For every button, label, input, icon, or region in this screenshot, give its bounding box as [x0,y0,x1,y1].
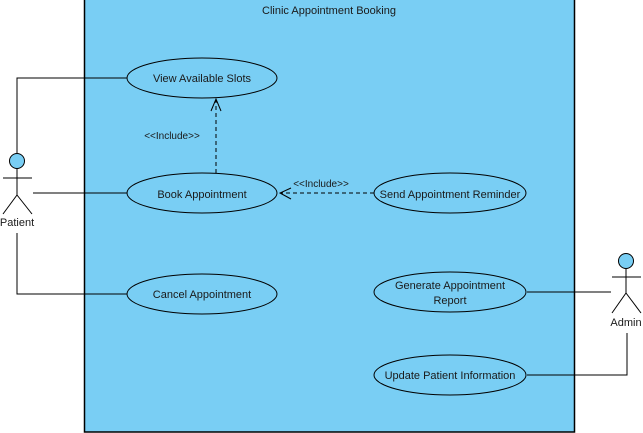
use-case-label: Send Appointment Reminder [380,189,521,201]
include-label-2: <<Include>> [293,179,349,190]
use-case-label: View Available Slots [153,73,252,85]
use-case-generate-appointment-report[interactable]: Generate Appointment Report [373,271,527,313]
actor-admin-label: Admin [610,317,641,329]
actor-patient[interactable]: Patient [0,153,34,230]
association-admin-update-patient[interactable] [527,333,628,376]
association-patient-cancel[interactable] [16,233,127,295]
use-case-view-available-slots[interactable]: View Available Slots [126,57,278,99]
actor-patient-label: Patient [0,217,34,229]
use-case-cancel-appointment[interactable]: Cancel Appointment [126,273,278,315]
use-case-send-appointment-reminder[interactable]: Send Appointment Reminder [373,172,527,214]
include-arrowhead [210,97,222,112]
use-case-book-appointment[interactable]: Book Appointment [126,172,278,214]
include-label-1: <<Include>> [144,131,200,142]
use-case-label-line1: Generate Appointment [395,280,505,292]
association-patient-view-slots[interactable] [16,77,127,153]
actor-head [618,253,634,269]
use-case-update-patient-information[interactable]: Update Patient Information [373,354,527,396]
actor-admin[interactable]: Admin [610,253,642,330]
include-arrowhead [278,187,292,200]
system-title: Clinic Appointment Booking [262,5,396,17]
actor-head [9,153,25,169]
use-case-label: Update Patient Information [385,370,516,382]
use-case-label-line2: Report [433,295,466,307]
use-case-label: Cancel Appointment [153,289,251,301]
use-case-label: Book Appointment [157,189,246,201]
